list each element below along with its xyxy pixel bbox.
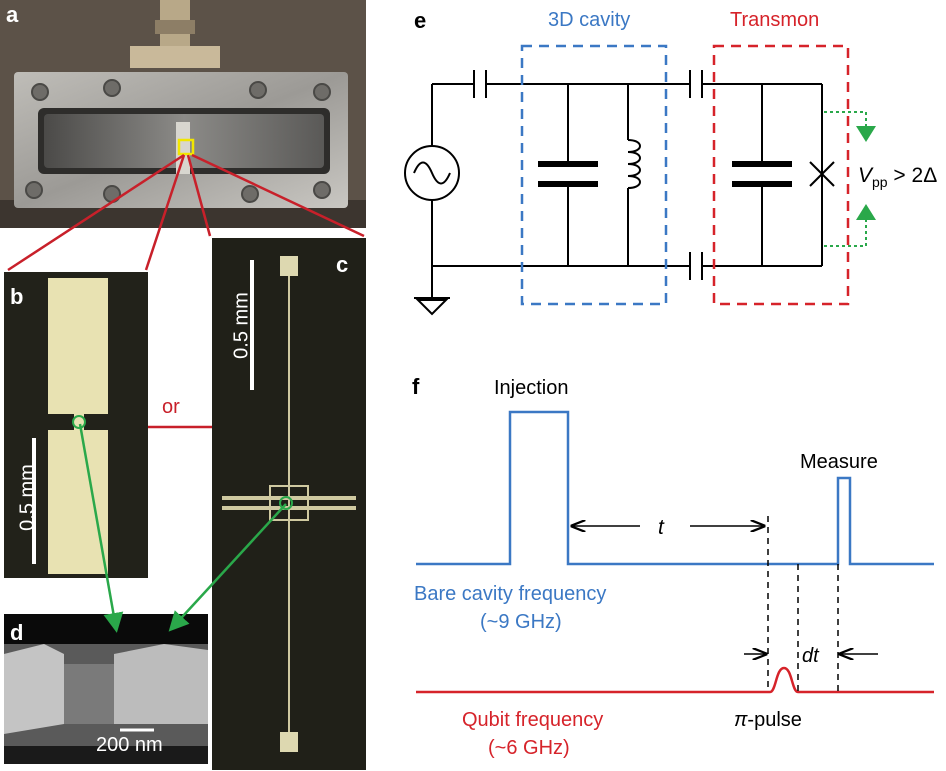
qubit-pads-photo: b 0.5 mm (4, 272, 148, 578)
cavity-freq-line1: Bare cavity frequency (414, 583, 606, 605)
cavity-trace (416, 410, 934, 566)
measure-label: Measure (800, 451, 878, 473)
pi-pulse-label: π-pulse (734, 709, 802, 731)
cavity-photo-drawing (0, 0, 366, 228)
panel-label-c: c (336, 252, 349, 277)
panel-label-e: e (414, 8, 427, 33)
dt-label: dt (802, 645, 820, 667)
transmon-box (712, 44, 850, 306)
panel-label-b: b (10, 284, 24, 309)
vpp-label: Vpp > 2Δ (858, 164, 937, 190)
cavity-photo: a (0, 0, 366, 228)
long-chip-drawing (212, 238, 366, 770)
cavity-box (520, 44, 668, 306)
qubit-freq-line1: Qubit frequency (462, 709, 603, 731)
cavity-freq-line2: (~9 GHz) (480, 611, 562, 633)
qubit-pads-drawing (4, 272, 148, 578)
panel-label-a: a (6, 2, 19, 27)
qubit-freq-line2: (~6 GHz) (488, 737, 570, 759)
cavity-label: 3D cavity (548, 9, 630, 31)
panel-label-d: d (10, 620, 24, 645)
panel-label-f: f (412, 374, 420, 399)
sem-photo: d 200 nm (4, 614, 208, 764)
long-chip-photo: c 0.5 mm (212, 238, 366, 770)
sem-drawing (4, 614, 208, 764)
t-label: t (658, 516, 665, 539)
qubit-trace (416, 666, 934, 694)
or-label: or (162, 396, 180, 418)
injection-label: Injection (494, 377, 569, 399)
transmon-label: Transmon (730, 9, 819, 31)
d-scale-label: 200 nm (96, 734, 163, 756)
